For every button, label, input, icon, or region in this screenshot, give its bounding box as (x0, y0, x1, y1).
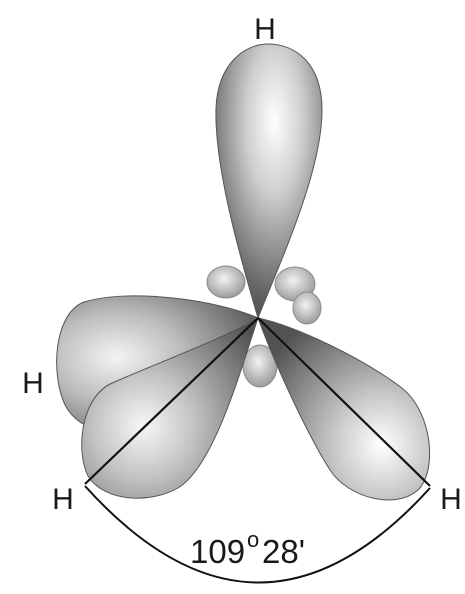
bond-angle-arc (84, 485, 431, 584)
orbital-lobe-right (257, 317, 431, 501)
hydrogen-label-top: H (254, 13, 276, 46)
orbital-lobe-top (215, 43, 323, 320)
bond-line-left (84, 317, 259, 485)
bond-angle-label: 109 o 28' (190, 527, 305, 570)
orbital-lobe-left-front (81, 316, 259, 499)
hydrogen-label-left: H (22, 367, 44, 400)
bond-line-right (257, 317, 431, 487)
small-lobe-upper-left (206, 265, 246, 299)
hydrogen-label-bottom-right: H (440, 483, 462, 516)
angle-minutes: 28' (262, 533, 305, 570)
hydrogen-label-bottom-left: H (52, 483, 74, 516)
angle-degree-mark: o (247, 527, 259, 552)
small-lobe-right (292, 291, 322, 325)
angle-degrees: 109 (190, 533, 245, 570)
